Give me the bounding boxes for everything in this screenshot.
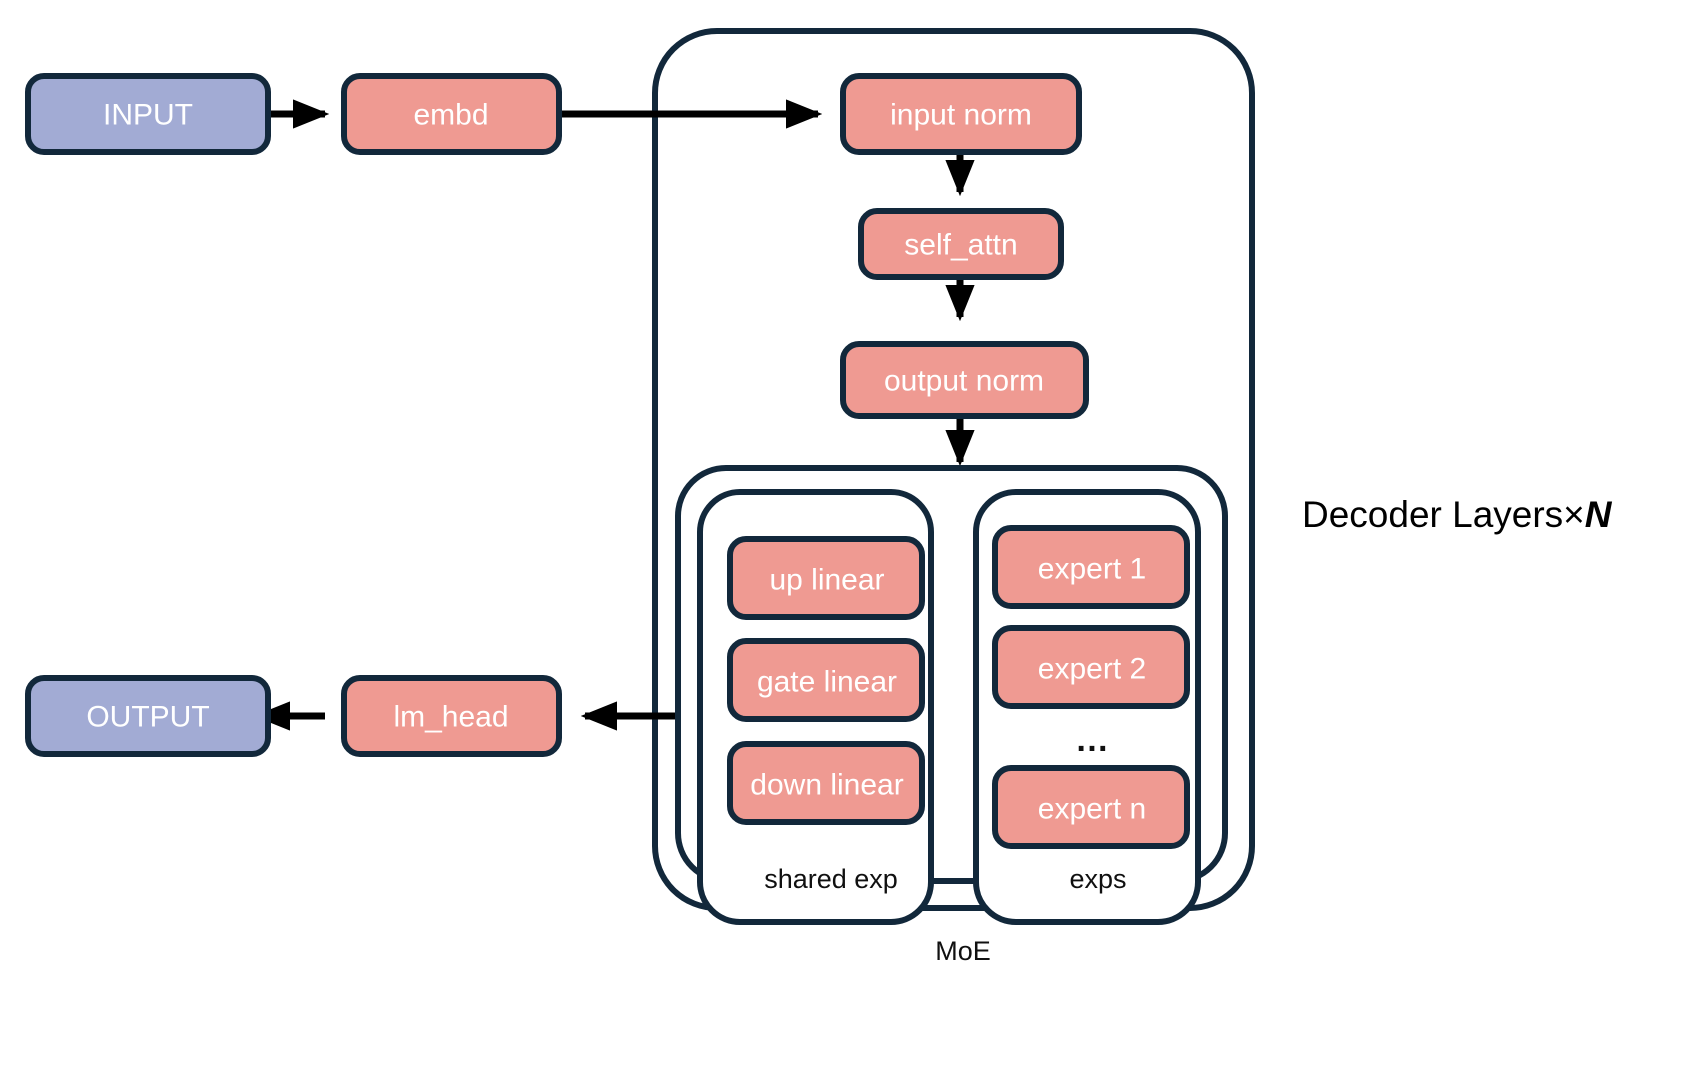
expert-n-label: expert n	[1038, 793, 1146, 826]
node-expert-2[interactable]: expert 2	[992, 625, 1190, 709]
down-linear-box[interactable]	[727, 741, 925, 825]
shared-expert-label: shared exp	[764, 864, 898, 894]
decoder-layers-side-label-text: Decoder Layers×	[1302, 494, 1585, 535]
expert-n-box[interactable]	[992, 765, 1190, 849]
input-label: INPUT	[103, 99, 193, 132]
embd-label: embd	[413, 99, 488, 132]
input-norm-box[interactable]	[840, 73, 1082, 155]
node-input-norm[interactable]: input norm	[840, 73, 1082, 155]
decoder-layers-multiplier: N	[1585, 494, 1613, 535]
gate-linear-label: gate linear	[757, 666, 897, 699]
node-output[interactable]: OUTPUT	[25, 675, 271, 757]
node-up-linear[interactable]: up linear	[727, 536, 925, 620]
experts-ellipsis: …	[1075, 721, 1109, 759]
self-attn-box[interactable]	[858, 208, 1064, 280]
node-lm-head[interactable]: lm_head	[341, 675, 562, 757]
lm-head-label: lm_head	[393, 701, 508, 734]
node-expert-1[interactable]: expert 1	[992, 525, 1190, 609]
node-expert-n[interactable]: expert n	[992, 765, 1190, 849]
node-gate-linear[interactable]: gate linear	[727, 638, 925, 722]
decoder-layers-side-label: Decoder Layers×N	[1302, 494, 1613, 535]
output-box[interactable]	[25, 675, 271, 757]
input-norm-label: input norm	[890, 99, 1032, 132]
node-self-attn[interactable]: self_attn	[858, 208, 1064, 280]
experts-label: exps	[1069, 864, 1126, 894]
node-output-norm[interactable]: output norm	[840, 341, 1089, 419]
up-linear-box[interactable]	[727, 536, 925, 620]
self-attn-label: self_attn	[904, 229, 1017, 262]
node-embd[interactable]: embd	[341, 73, 562, 155]
gate-linear-box[interactable]	[727, 638, 925, 722]
node-down-linear[interactable]: down linear	[727, 741, 925, 825]
expert-2-box[interactable]	[992, 625, 1190, 709]
down-linear-label: down linear	[750, 769, 903, 802]
input-box[interactable]	[25, 73, 271, 155]
lm-head-box[interactable]	[341, 675, 562, 757]
expert-2-label: expert 2	[1038, 653, 1146, 686]
output-norm-box[interactable]	[840, 341, 1089, 419]
node-input[interactable]: INPUT	[25, 73, 271, 155]
up-linear-label: up linear	[769, 564, 884, 597]
output-label: OUTPUT	[86, 701, 209, 734]
expert-1-box[interactable]	[992, 525, 1190, 609]
expert-1-label: expert 1	[1038, 553, 1146, 586]
output-norm-label: output norm	[884, 365, 1044, 398]
embd-box[interactable]	[341, 73, 562, 155]
moe-label: MoE	[935, 936, 991, 966]
